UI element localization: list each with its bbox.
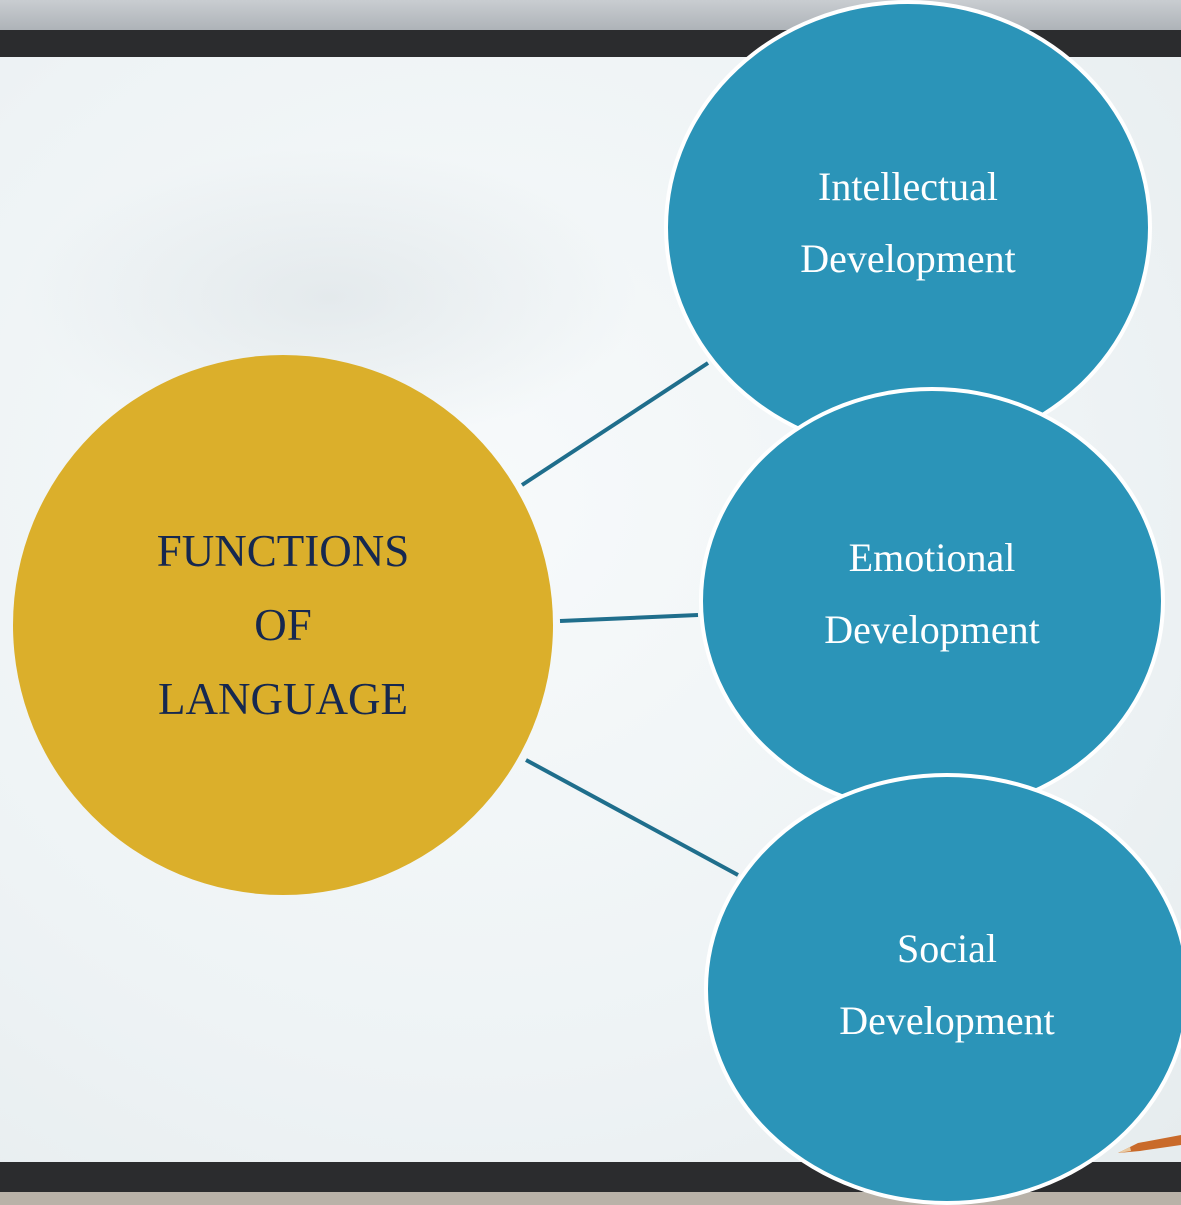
pencil-icon — [1118, 1135, 1181, 1153]
connector-social — [525, 758, 739, 877]
connector-intellectual — [520, 361, 710, 487]
center-line-2: OF — [254, 600, 312, 650]
center-line-1: FUNCTIONS — [156, 526, 410, 576]
functions-of-language-node: FUNCTIONS OF LANGUAGE — [13, 355, 553, 895]
node-3-line-1: Social — [897, 925, 997, 971]
social-development-node: Social Development — [704, 773, 1181, 1205]
node-3-line-2: Development — [839, 997, 1055, 1043]
node-2-line-2: Development — [824, 607, 1040, 652]
node-2-line-1: Emotional — [848, 535, 1016, 580]
intellectual-development-node: Intellectual Development — [664, 0, 1152, 455]
center-line-3: LANGUAGE — [158, 674, 408, 724]
emotional-development-node: Emotional Development — [699, 387, 1165, 815]
node-1-line-2: Development — [800, 236, 1016, 281]
connector-emotional — [559, 613, 699, 623]
node-1-line-1: Intellectual — [818, 164, 998, 209]
